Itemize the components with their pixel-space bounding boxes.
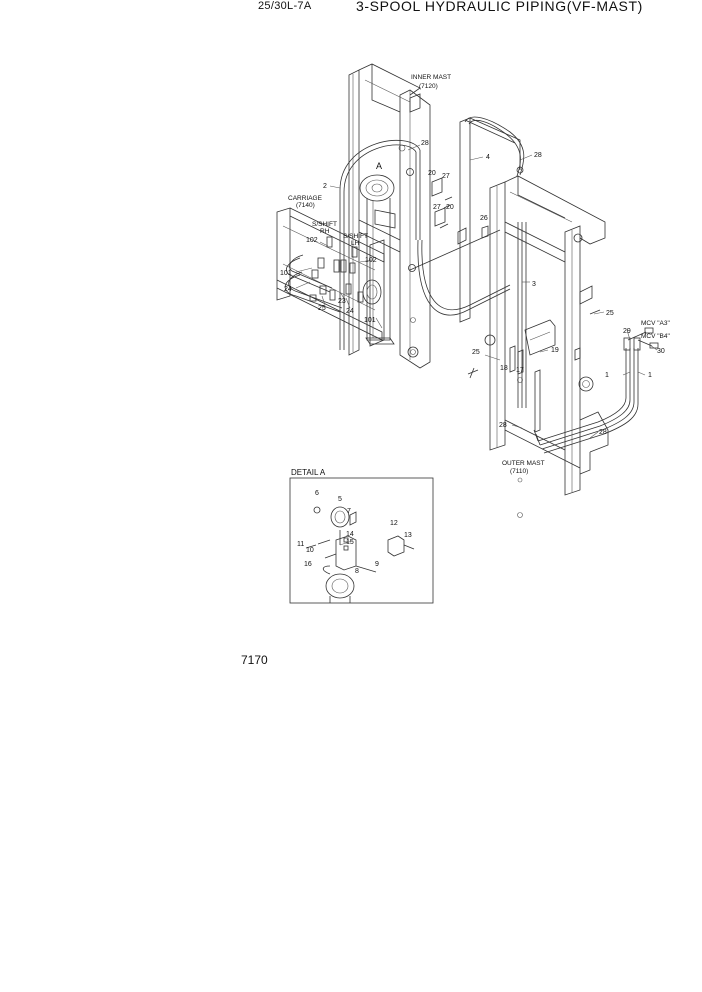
callout-7: 7 bbox=[347, 508, 351, 515]
hose-4-drawing bbox=[464, 116, 525, 177]
outer-mast-label: OUTER MAST bbox=[502, 460, 545, 467]
sshift-lh-label: S/SHIFT bbox=[343, 233, 368, 240]
callout-29: 29 bbox=[623, 328, 631, 335]
callout-4: 4 bbox=[486, 154, 490, 161]
callout-6: 6 bbox=[315, 490, 319, 497]
page-title: 3-SPOOL HYDRAULIC PIPING(VF-MAST) bbox=[356, 0, 643, 14]
sshift-lh-side: LH bbox=[351, 240, 360, 247]
carriage-code: (7140) bbox=[296, 202, 315, 209]
hose-3-drawing bbox=[517, 222, 527, 408]
detail-a-frame bbox=[289, 477, 434, 604]
callout-13: 13 bbox=[404, 532, 412, 539]
detail-a-drawing bbox=[305, 506, 415, 603]
callout-28-inner: 28 bbox=[421, 140, 429, 147]
detail-a-title: DETAIL A bbox=[291, 468, 326, 477]
callout-16: 16 bbox=[304, 561, 312, 568]
model-number: 25/30L-7A bbox=[258, 0, 312, 12]
outer-fittings bbox=[431, 177, 601, 433]
inner-mast-drawing bbox=[348, 63, 431, 369]
callout-24-left: 24 bbox=[284, 286, 292, 293]
callout-1-right: 1 bbox=[648, 372, 652, 379]
callout-17: 17 bbox=[516, 367, 524, 374]
callout-10: 10 bbox=[306, 547, 314, 554]
lift-cylinder-drawing bbox=[359, 174, 396, 345]
callout-12: 12 bbox=[390, 520, 398, 527]
callout-3: 3 bbox=[532, 281, 536, 288]
callout-102-right: 102 bbox=[365, 257, 377, 264]
callout-25-lower: 25 bbox=[472, 349, 480, 356]
carriage-fittings bbox=[309, 236, 364, 303]
callout-26: 26 bbox=[480, 215, 488, 222]
leader-lines bbox=[295, 144, 658, 439]
sshift-rh-side: RH bbox=[320, 228, 330, 235]
carriage-label: CARRIAGE bbox=[288, 195, 323, 202]
callout-2: 2 bbox=[323, 183, 327, 190]
callout-24-right: 24 bbox=[346, 308, 354, 315]
callout-25-carriage: 25 bbox=[318, 305, 326, 312]
detail-a-marker: A bbox=[376, 161, 382, 171]
inner-hose-loops bbox=[339, 139, 421, 350]
callout-27-lower: 27 bbox=[433, 204, 441, 211]
callout-15: 15 bbox=[346, 539, 354, 546]
outer-mast-code: (7110) bbox=[510, 468, 528, 475]
sshift-rh-label: S/SHIFT bbox=[312, 221, 337, 228]
callout-18: 18 bbox=[500, 365, 508, 372]
outer-mast-drawing bbox=[459, 117, 609, 518]
callout-27-upper: 27 bbox=[442, 173, 450, 180]
callout-101-right: 101 bbox=[364, 317, 376, 324]
carriage-drawing bbox=[276, 207, 385, 347]
inner-mast-code: (7120) bbox=[419, 83, 438, 90]
callout-20-lower: 20 bbox=[446, 204, 454, 211]
callout-102-left: 102 bbox=[306, 237, 318, 244]
callout-25-outer: 25 bbox=[606, 310, 614, 317]
page-number: 7170 bbox=[241, 653, 268, 667]
mcv-a3-label: MCV "A3" bbox=[641, 320, 671, 327]
callout-28-outer-right: 28 bbox=[599, 429, 607, 436]
inner-mast-label: INNER MAST bbox=[411, 74, 451, 81]
callout-101-left: 101 bbox=[280, 270, 292, 277]
callout-14: 14 bbox=[346, 531, 354, 538]
callout-20-upper: 20 bbox=[428, 170, 436, 177]
callout-28-top: 28 bbox=[534, 152, 542, 159]
callout-23: 23 bbox=[338, 298, 346, 305]
callout-1-left: 1 bbox=[605, 372, 609, 379]
callout-5: 5 bbox=[338, 496, 342, 503]
callout-19: 19 bbox=[551, 347, 559, 354]
callout-30: 30 bbox=[657, 348, 665, 355]
callout-8: 8 bbox=[355, 568, 359, 575]
callout-28-outer-left: 28 bbox=[499, 422, 507, 429]
callout-11: 11 bbox=[297, 541, 304, 548]
mcv-hose-drawing bbox=[533, 327, 659, 454]
mcv-b4-label: MCV "B4" bbox=[641, 333, 671, 340]
callout-9: 9 bbox=[375, 561, 379, 568]
